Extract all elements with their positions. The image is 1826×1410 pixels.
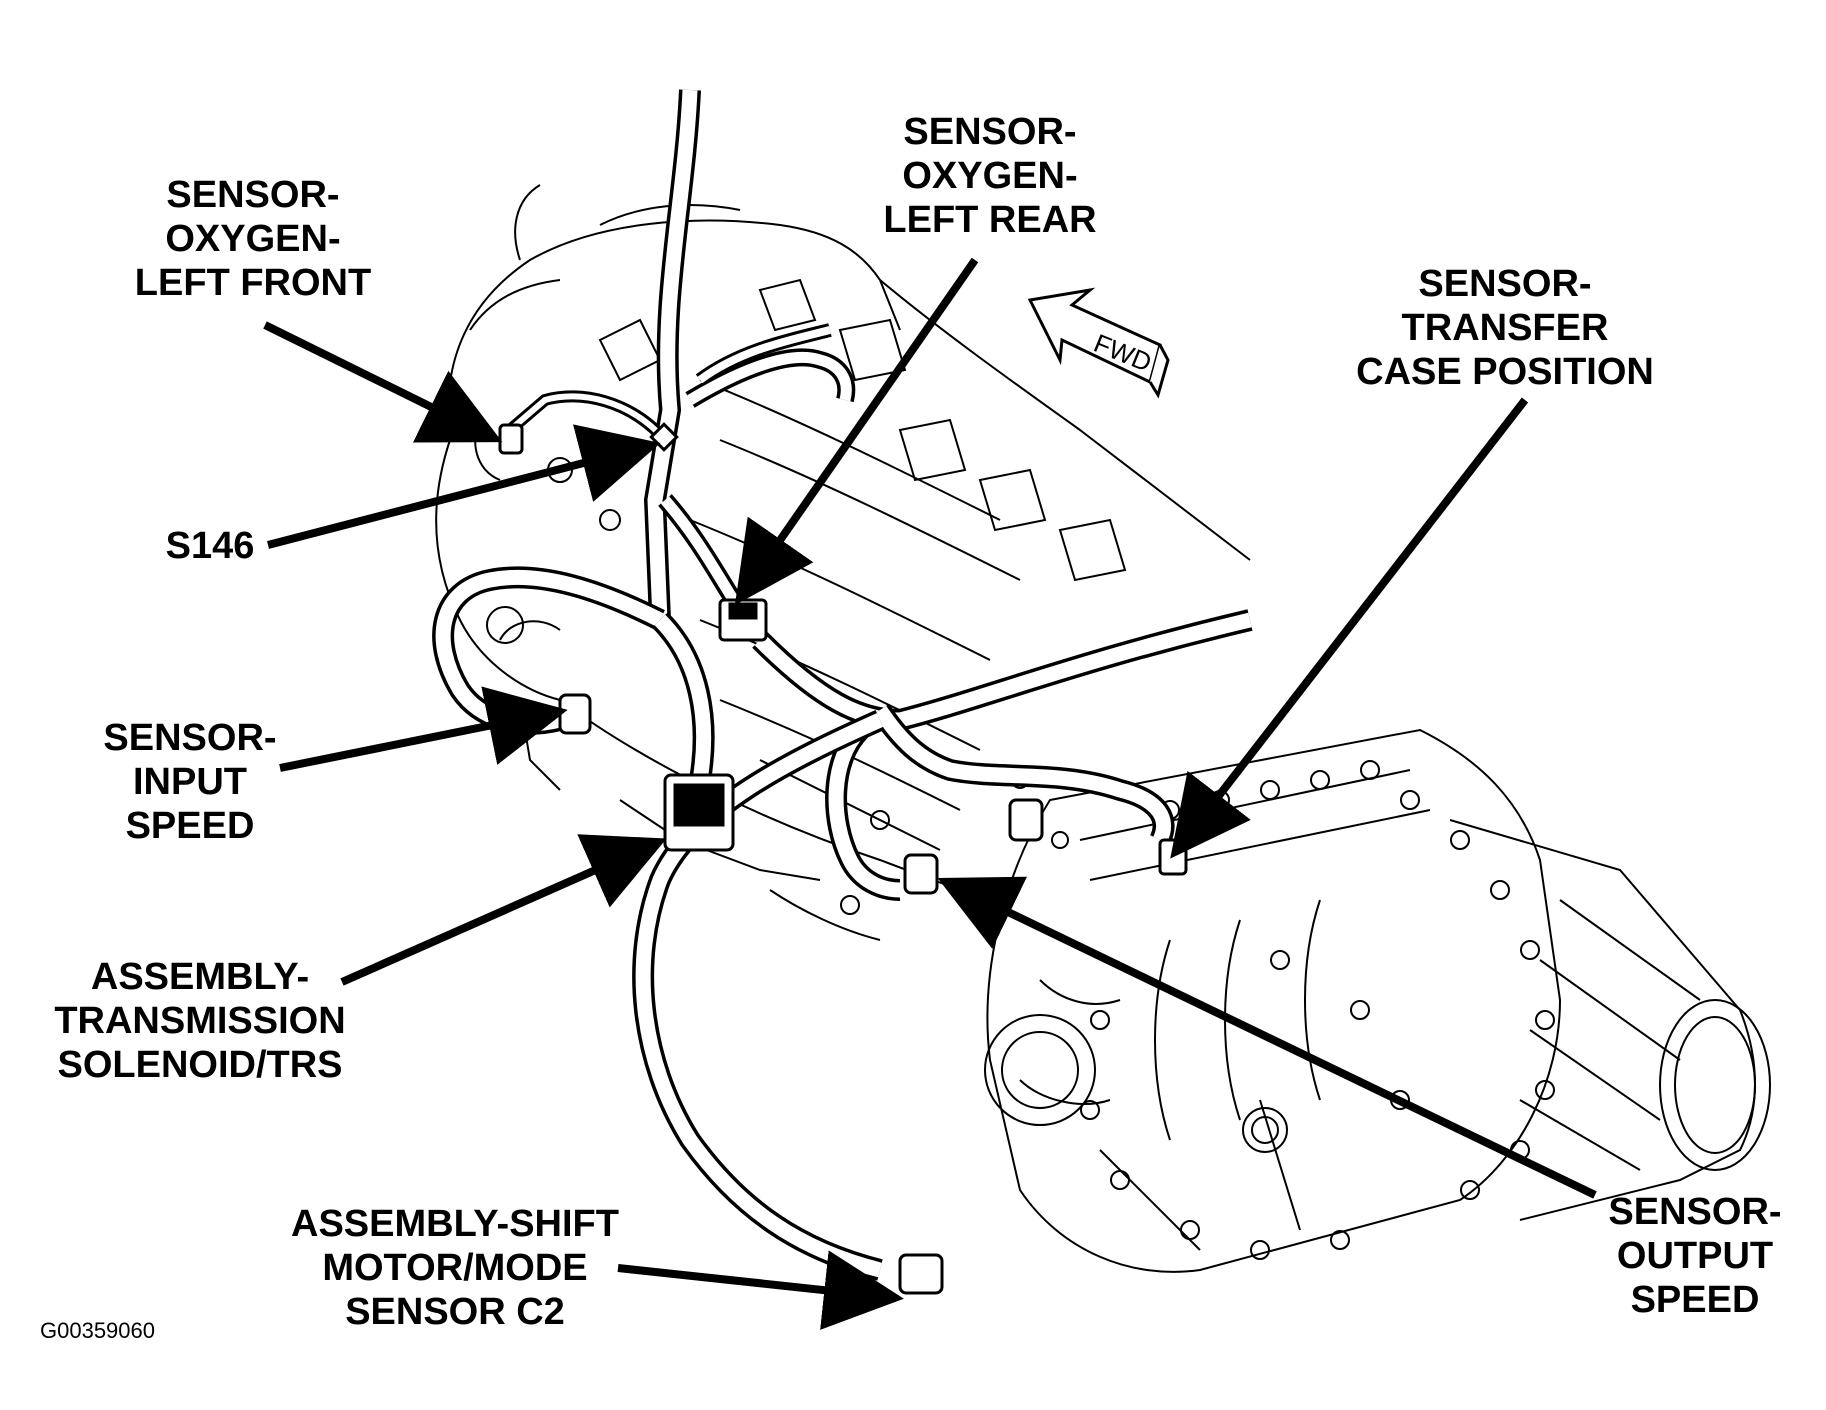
callout-line: SPEED [1630,1279,1760,1321]
callout-line: MOTOR/MODE [322,1247,588,1289]
callout-line: OXYGEN- [165,218,341,260]
leader-arrows [263,257,1597,1330]
transfer-case-drawing [984,728,1771,1273]
callout-line: S146 [165,525,255,567]
callout-line: SENSOR C2 [345,1291,565,1333]
callout-line: SENSOR- [903,111,1077,153]
callout-line: SENSOR- [1418,263,1592,305]
callout-line: TRANSFER [1401,307,1609,349]
leader-o2-left-rear [734,257,979,606]
leader-transfer-case-position [1170,397,1529,859]
callout-line: SPEED [125,805,255,847]
forward-direction-arrow: FWD [1027,287,1170,399]
callout-s146: S146 [150,524,270,568]
leader-o2-left-front [263,321,503,443]
callout-input-speed: SENSOR- INPUT SPEED [90,716,290,848]
callout-line: SOLENOID/TRS [57,1044,343,1086]
callout-line: OXYGEN- [902,155,1078,197]
callout-line: SENSOR- [1608,1191,1782,1233]
callout-transfer-case-position: SENSOR- TRANSFER CASE POSITION [1335,262,1675,394]
figure-id: G00359060 [40,1318,155,1343]
callout-line: CASE POSITION [1356,351,1654,393]
callout-line: SENSOR- [103,717,277,759]
leader-solenoid-trs [340,834,667,986]
leader-output-speed [937,876,1597,1199]
callout-line: INPUT [133,761,247,803]
callout-line: OUTPUT [1616,1235,1774,1277]
callout-line: TRANSMISSION [54,1000,346,1042]
callout-solenoid-trs: ASSEMBLY- TRANSMISSION SOLENOID/TRS [40,955,360,1087]
callout-shift-motor: ASSEMBLY-SHIFT MOTOR/MODE SENSOR C2 [275,1202,635,1334]
callout-line: LEFT REAR [883,199,1097,241]
callout-o2-left-rear: SENSOR- OXYGEN- LEFT REAR [860,110,1120,242]
callout-line: ASSEMBLY- [90,956,310,998]
leader-shift-motor [617,1250,904,1330]
callout-line: SENSOR- [166,174,340,216]
callout-o2-left-front: SENSOR- OXYGEN- LEFT FRONT [118,173,388,305]
callout-line: LEFT FRONT [134,262,372,304]
callout-output-speed: SENSOR- OUTPUT SPEED [1595,1190,1795,1322]
callout-line: ASSEMBLY-SHIFT [291,1203,619,1245]
leader-input-speed [279,686,568,772]
wiring-harness [432,89,1253,1281]
leader-s146 [266,424,661,549]
